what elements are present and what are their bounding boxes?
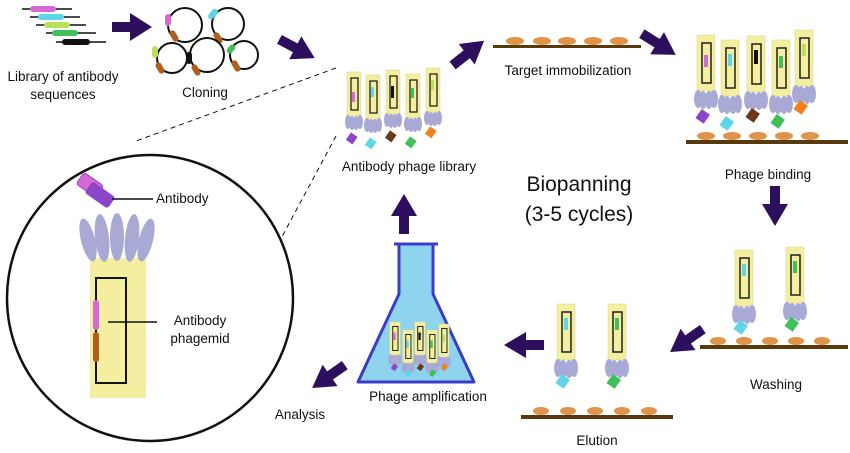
antibody-sequence-library — [22, 6, 106, 45]
label-antibody: Antibody — [156, 191, 209, 206]
phage-binding-illustration — [686, 29, 848, 144]
flow-arrows — [112, 13, 788, 389]
arrow-binding-to-washing — [762, 186, 788, 226]
antibody-phage-library-illustration — [344, 67, 443, 150]
label-phage-binding: Phage binding — [724, 167, 812, 182]
label-antibody-phagemid: Antibody phagemid — [170, 313, 230, 346]
label-cloning: Cloning — [182, 85, 228, 100]
label-cycles: (3-5 cycles) — [524, 203, 634, 226]
label-biopanning: Biopanning — [526, 173, 632, 196]
washing-illustration — [700, 246, 848, 349]
target-immobilization-plate — [493, 37, 641, 48]
phage-zoom-detail — [5, 67, 337, 443]
label-phage-amplification: Phage amplification — [369, 389, 487, 404]
plasmid-group — [152, 7, 259, 76]
arrow-cloning-to-phage-library — [277, 34, 315, 60]
arrow-elution-to-amplification — [504, 332, 544, 358]
arrow-immobilization-to-binding — [639, 29, 676, 55]
arrow-library-to-immobilization — [449, 40, 485, 70]
arrow-amplification-to-analysis — [312, 361, 348, 389]
arrow-washing-to-elution — [670, 325, 706, 353]
elution-illustration — [521, 303, 673, 419]
label-elution: Elution — [576, 433, 618, 448]
arrow-library-to-cloning — [112, 13, 152, 41]
label-library: Library of antibody sequences — [7, 69, 119, 102]
label-target-immobilization: Target immobilization — [504, 63, 632, 78]
arrow-amplification-to-library — [391, 194, 417, 234]
label-analysis: Analysis — [274, 407, 326, 422]
amplification-flask — [356, 242, 476, 384]
label-antibody-phage-library: Antibody phage library — [341, 159, 477, 174]
label-washing: Washing — [749, 377, 803, 392]
